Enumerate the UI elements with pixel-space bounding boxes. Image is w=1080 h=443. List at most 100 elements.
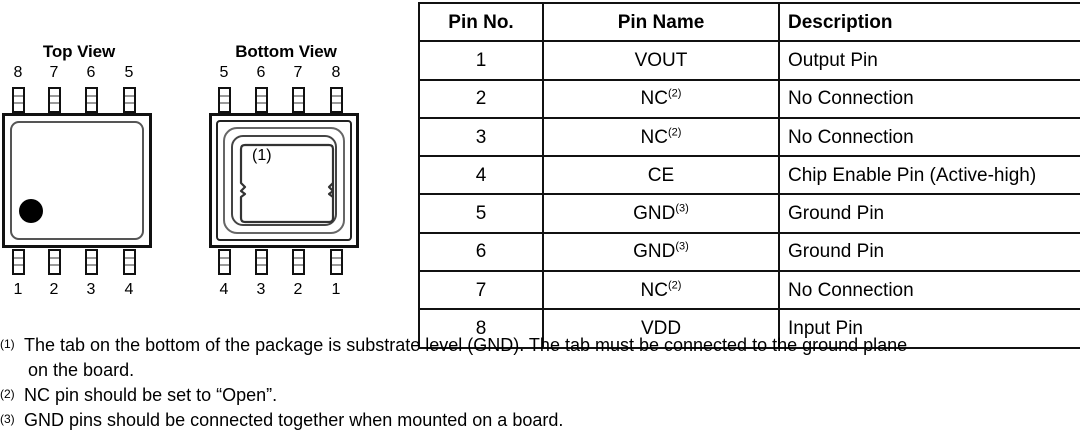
top-view-pin-lead-8 (12, 87, 25, 113)
bottom-view-ring-middle (223, 127, 345, 234)
bottom-view-pin-label-5: 5 (219, 64, 229, 81)
top-view-pin-lead-3 (85, 249, 98, 275)
cell-description: Input Pin (779, 308, 1080, 349)
footnote-marker: (3) (0, 412, 15, 426)
top-view-pin-label-3: 3 (86, 281, 96, 298)
pin-name-text: NC (640, 126, 668, 148)
pin-name-footnote-marker: (2) (668, 126, 682, 139)
pin-name-footnote-marker: (3) (675, 241, 689, 254)
top-view-pin-lead-7 (48, 87, 61, 113)
package-drawings: Top View 8 7 6 5 1 2 3 4 Bottom View 5 6… (0, 0, 418, 330)
cell-pin-name: GND(3) (543, 193, 780, 234)
pin-name-text: NC (640, 88, 668, 110)
table-header-row: Pin No. Pin Name Description (418, 1, 1080, 43)
cell-pin-no: 8 (418, 308, 544, 349)
bottom-view-package-body: (1) (209, 113, 359, 248)
footnote: (3) GND pins should be connected together… (0, 408, 1080, 433)
pin-name-footnote-marker: (2) (668, 279, 682, 292)
top-view-pin-label-7: 7 (49, 64, 59, 81)
cell-pin-name: NC(2) (543, 270, 780, 311)
top-view-pin-label-1: 1 (13, 281, 23, 298)
cell-description: Ground Pin (779, 193, 1080, 234)
top-view-pin-label-6: 6 (86, 64, 96, 81)
bottom-view-exposed-tab (239, 143, 335, 224)
cell-pin-no: 7 (418, 270, 544, 311)
cell-pin-name: NC(2) (543, 116, 780, 158)
pin-name-text: GND (633, 203, 676, 225)
bottom-view-pin-lead-6 (255, 87, 268, 113)
footnote-marker: (1) (0, 337, 15, 351)
pin1-marker-dot (19, 199, 43, 223)
cell-description: No Connection (779, 78, 1080, 119)
cell-description: Ground Pin (779, 231, 1080, 273)
cell-pin-name: CE (543, 155, 780, 196)
bottom-view-pin-lead-2 (292, 249, 305, 275)
cell-pin-no: 2 (418, 78, 544, 119)
pin-name-text: VDD (640, 318, 682, 340)
cell-pin-name: VOUT (543, 40, 780, 81)
cell-pin-no: 3 (418, 116, 544, 158)
footnote-line-continued: on the board. (28, 360, 135, 380)
bottom-view-ring-inner (231, 135, 337, 226)
top-view-pin-label-4: 4 (124, 281, 134, 298)
top-view-pin-label-5: 5 (124, 64, 134, 81)
top-view-pin-label-8: 8 (13, 64, 23, 81)
bottom-view-pin-lead-7 (292, 87, 305, 113)
top-view-pin-label-2: 2 (49, 281, 59, 298)
bottom-view-pin-lead-8 (330, 87, 343, 113)
footnote-line: GND pins should be connected together wh… (24, 410, 564, 430)
pin-description-table: Pin No. Pin Name Description 1 VOUT Output… (418, 1, 1080, 349)
bottom-view-pin-label-4: 4 (219, 281, 229, 298)
bottom-view-pin-label-7: 7 (293, 64, 303, 81)
cell-description: No Connection (779, 116, 1080, 158)
column-header-pin-no: Pin No. (418, 1, 544, 43)
top-view-pin-lead-2 (48, 249, 61, 275)
bottom-view-title: Bottom View (235, 42, 337, 61)
pin-name-text: GND (633, 241, 676, 263)
pin-name-text: NC (640, 279, 668, 301)
column-header-description: Description (779, 1, 1080, 43)
footnote: (2) NC pin should be set to “Open”. (0, 383, 1080, 408)
cell-pin-name: NC(2) (543, 78, 780, 119)
bottom-view-pin-label-2: 2 (293, 281, 303, 298)
bottom-view-pin-label-8: 8 (331, 64, 341, 81)
pin-name-text: VOUT (634, 49, 688, 71)
cell-pin-name: VDD (543, 308, 780, 349)
cell-pin-no: 5 (418, 193, 544, 234)
footnote: (1) The tab on the bottom of the package … (0, 333, 1080, 383)
bottom-view-pin-lead-5 (218, 87, 231, 113)
bottom-view-pin-label-3: 3 (256, 281, 266, 298)
top-view-package-body (2, 113, 152, 248)
footnote-line: NC pin should be set to “Open”. (24, 385, 278, 405)
pin-name-footnote-marker: (3) (675, 202, 689, 215)
bottom-view-pin-lead-3 (255, 249, 268, 275)
footnote-marker: (2) (0, 387, 15, 401)
cell-pin-no: 4 (418, 155, 544, 196)
column-header-pin-name: Pin Name (543, 1, 780, 43)
top-view-title: Top View (42, 42, 116, 61)
cell-pin-no: 6 (418, 231, 544, 273)
top-view-pin-lead-4 (123, 249, 136, 275)
table-row: 1 VOUT Output Pin (418, 40, 1080, 81)
pin-name-text: CE (647, 164, 675, 186)
cell-description: No Connection (779, 270, 1080, 311)
bottom-view-pin-lead-1 (330, 249, 343, 275)
bottom-view-pin-label-6: 6 (256, 64, 266, 81)
bottom-view-pin-lead-4 (218, 249, 231, 275)
cell-pin-no: 1 (418, 40, 544, 81)
pin-name-footnote-marker: (2) (668, 87, 682, 100)
table-row: 8 VDD Input Pin (418, 308, 1080, 349)
cell-pin-name: GND(3) (543, 231, 780, 273)
cell-description: Output Pin (779, 40, 1080, 81)
top-view-pin-lead-6 (85, 87, 98, 113)
footnote-line: The tab on the bottom of the package is … (24, 335, 908, 355)
bottom-view-tab-footnote-label: (1) (252, 147, 272, 164)
top-view-pin-lead-1 (12, 249, 25, 275)
footnotes: (1) The tab on the bottom of the package … (0, 333, 1080, 433)
